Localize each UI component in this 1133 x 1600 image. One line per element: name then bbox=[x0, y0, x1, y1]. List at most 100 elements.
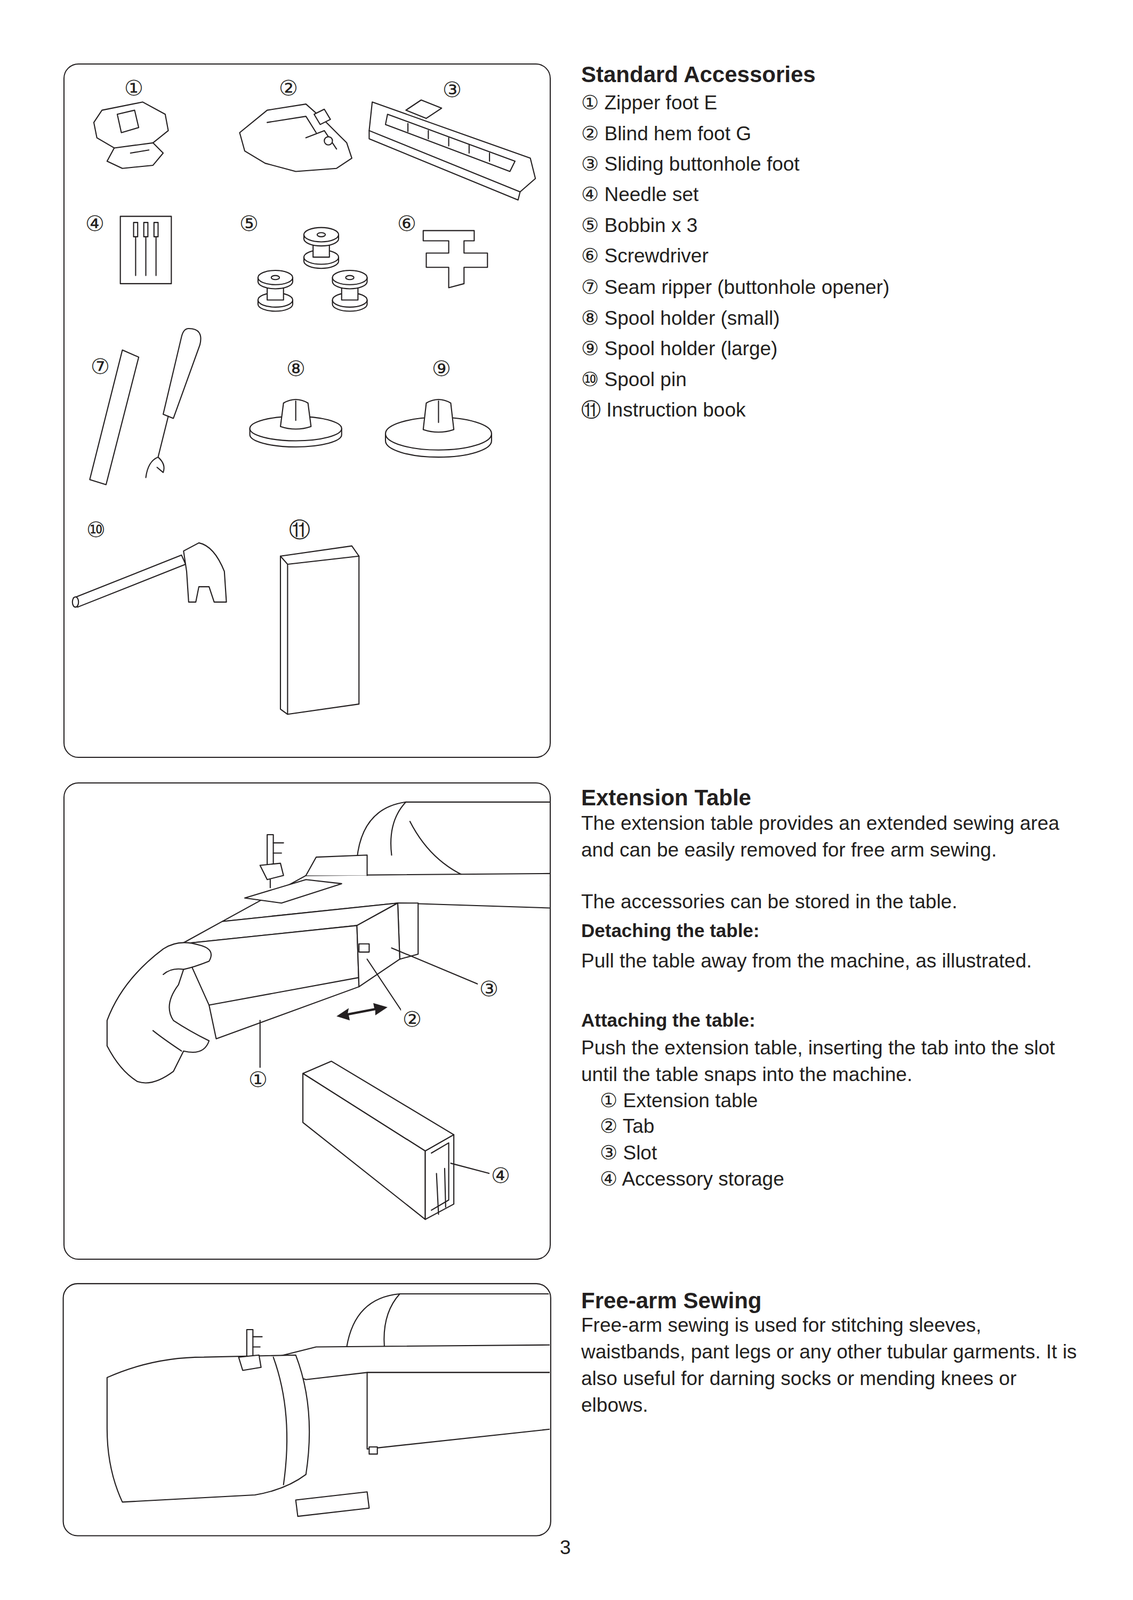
extension-table-illustration bbox=[302, 1073, 426, 1220]
blind-hem-foot bbox=[324, 136, 333, 145]
extension-table-illustration bbox=[356, 801, 550, 859]
extension-table-illustration bbox=[367, 958, 405, 1014]
accessory-item: ③ Sliding buttonhole foot bbox=[581, 150, 800, 178]
spool-holder-large bbox=[423, 399, 454, 432]
accessory-item: ⑦ Seam ripper (buttonhole opener) bbox=[581, 274, 890, 301]
blind-hem-foot bbox=[239, 103, 352, 172]
free-arm-illustration bbox=[107, 1354, 310, 1502]
callout-number: ⑦ bbox=[89, 355, 112, 378]
extension-table-illustration bbox=[273, 842, 284, 853]
part-name: ① Extension table bbox=[599, 1087, 758, 1114]
accessory-item: ⑥ Screwdriver bbox=[581, 242, 709, 270]
extension-table-illustration bbox=[267, 834, 273, 867]
zipper-foot bbox=[114, 142, 154, 154]
callout-number: ⑤ bbox=[237, 212, 261, 235]
callout-number: ③ bbox=[440, 78, 464, 101]
section-heading: Free-arm Sewing bbox=[581, 1285, 762, 1316]
spool-pin bbox=[72, 596, 79, 607]
extension-table-illustration bbox=[390, 801, 406, 855]
accessory-item: ⑪ Instruction book bbox=[581, 396, 746, 424]
free-arm-illustration bbox=[367, 1371, 550, 1449]
callout-number: ① bbox=[122, 76, 146, 100]
callout-number: ③ bbox=[477, 977, 501, 1000]
free-arm-illustration bbox=[252, 1336, 262, 1347]
bobbins bbox=[258, 227, 368, 312]
body-text: The extension table provides an extended… bbox=[581, 809, 1080, 864]
seam-ripper bbox=[89, 328, 201, 485]
bobbins bbox=[332, 270, 368, 312]
free-arm-illustration bbox=[273, 1356, 288, 1485]
zipper-foot bbox=[93, 101, 169, 168]
extension-table-illustration bbox=[431, 1142, 449, 1210]
bobbins bbox=[258, 270, 293, 312]
free-arm-illustration bbox=[107, 1293, 550, 1516]
extension-table-illustration bbox=[259, 1019, 261, 1067]
page-number: 3 bbox=[559, 1533, 572, 1561]
extension-table-illustration bbox=[260, 863, 284, 880]
section-heading: Extension Table bbox=[581, 782, 752, 813]
instruction-book bbox=[280, 545, 359, 715]
spool-pin bbox=[183, 542, 227, 602]
callout-number: ⑩ bbox=[84, 518, 108, 541]
buttonhole-foot bbox=[368, 100, 536, 201]
buttonhole-foot bbox=[407, 123, 490, 162]
body-text: The accessories can be stored in the tab… bbox=[581, 888, 1080, 915]
buttonhole-foot bbox=[368, 130, 520, 200]
free-arm-illustration bbox=[368, 1446, 377, 1454]
part-name: ③ Slot bbox=[599, 1139, 657, 1167]
zipper-foot bbox=[117, 110, 139, 133]
extension-table-illustration bbox=[391, 947, 479, 985]
accessory-item: ② Blind hem foot G bbox=[581, 120, 752, 148]
spool-pin bbox=[73, 555, 186, 608]
body-text: Push the extension table, inserting the … bbox=[581, 1034, 1080, 1088]
spool-holder-large bbox=[385, 399, 492, 457]
seam-ripper bbox=[163, 328, 201, 419]
callout-number: ② bbox=[400, 1007, 424, 1031]
instruction-book bbox=[280, 556, 359, 715]
instruction-book bbox=[280, 545, 359, 715]
accessory-item: ⑤ Bobbin x 3 bbox=[581, 212, 698, 239]
extension-table-illustration bbox=[244, 879, 342, 903]
extension-table-illustration bbox=[336, 1002, 388, 1021]
callout-number: ① bbox=[246, 1067, 270, 1091]
extension-table-illustration bbox=[107, 942, 212, 1083]
part-name: ④ Accessory storage bbox=[599, 1165, 785, 1193]
needle-set bbox=[133, 222, 139, 237]
extension-table-illustration bbox=[153, 968, 184, 1051]
accessory-item: ⑨ Spool holder (large) bbox=[581, 335, 778, 363]
extension-table-illustration bbox=[269, 879, 271, 888]
blind-hem-foot bbox=[239, 103, 352, 172]
free-arm-illustration bbox=[346, 1293, 550, 1347]
seam-ripper bbox=[146, 416, 169, 478]
screwdriver bbox=[423, 230, 488, 288]
needle-set bbox=[154, 222, 159, 237]
needle-set bbox=[135, 236, 156, 276]
extension-table-illustration bbox=[107, 801, 550, 1220]
needle-set bbox=[143, 222, 149, 237]
extension-table-illustration bbox=[356, 902, 400, 987]
callout-number: ④ bbox=[83, 212, 107, 235]
sub-heading: Attaching the table: bbox=[581, 1006, 756, 1034]
illustration-panel: ①②③④⑤⑥⑦⑧⑨⑩⑪ bbox=[63, 63, 551, 758]
callout-number: ② bbox=[277, 76, 300, 100]
free-arm-illustration bbox=[238, 1354, 262, 1371]
extension-table-illustration bbox=[306, 854, 368, 875]
extension-table-illustration bbox=[450, 1162, 490, 1173]
accessory-item: ⑩ Spool pin bbox=[581, 366, 687, 393]
callout-number: ⑥ bbox=[395, 212, 419, 235]
body-text: Pull the table away from the machine, as… bbox=[581, 947, 1062, 975]
spool-holder-small bbox=[295, 400, 297, 421]
callout-number: ⑪ bbox=[287, 518, 312, 541]
body-text: Free-arm sewing is used for stitching sl… bbox=[581, 1311, 1080, 1419]
spool-holder-small bbox=[280, 399, 311, 429]
callout-number: ④ bbox=[489, 1163, 512, 1187]
part-name: ② Tab bbox=[599, 1112, 655, 1140]
extension-table-illustration bbox=[358, 943, 369, 952]
extension-table-illustration bbox=[425, 1134, 455, 1220]
spool-holder-large bbox=[437, 400, 439, 423]
zipper-foot bbox=[93, 101, 169, 168]
needle-set bbox=[120, 216, 172, 284]
accessory-item: ⑧ Spool holder (small) bbox=[581, 304, 780, 332]
sub-heading: Detaching the table: bbox=[581, 917, 760, 944]
